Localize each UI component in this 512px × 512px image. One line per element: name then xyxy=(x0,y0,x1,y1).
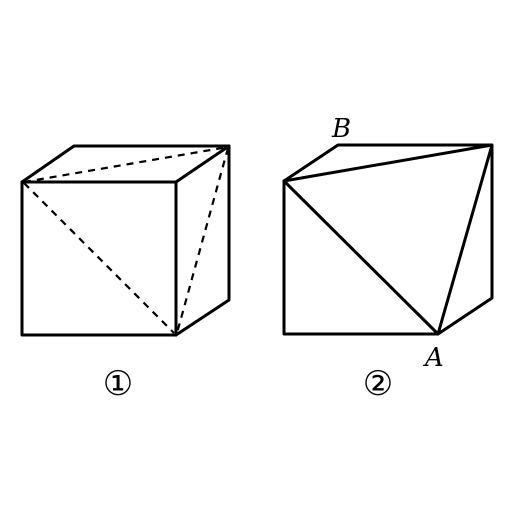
cube1-right-face xyxy=(174,144,231,337)
figure-1-number-label: ① xyxy=(103,364,133,404)
cube2-outline xyxy=(282,143,494,336)
cube-figure-2: B A ② xyxy=(282,114,494,404)
cube-figure-1: ① xyxy=(20,144,231,404)
cube1-right-diagonal xyxy=(175,147,230,334)
cube1-front-diagonal xyxy=(23,182,175,334)
point-label-a: A xyxy=(423,343,444,373)
figure-2-number-label: ② xyxy=(363,364,393,404)
cube1-top-face xyxy=(20,144,231,184)
point-label-b: B xyxy=(331,114,351,144)
cube2-cut-triangle xyxy=(282,143,494,336)
cube1-top-diagonal xyxy=(23,145,229,184)
